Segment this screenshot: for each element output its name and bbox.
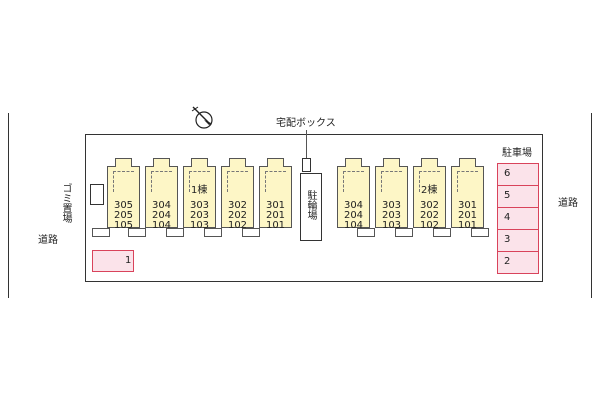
room-b1-103: 103 [189, 220, 210, 231]
road-label-left: 道路 [38, 235, 58, 246]
unit-b2-col3: 302 202 102 [413, 158, 446, 231]
unit-b1-col3: 303 203 103 [183, 158, 216, 231]
north-arrow-icon [191, 106, 213, 129]
room-b2-304: 304 [343, 200, 364, 211]
entry-step [242, 228, 260, 237]
room-b1-202: 202 [227, 210, 248, 221]
road-label-right: 道路 [558, 198, 578, 209]
entry-step [471, 228, 489, 237]
parking-space-4: 4 [497, 207, 539, 230]
room-b1-205: 205 [113, 210, 134, 221]
room-b1-102: 102 [227, 220, 248, 231]
unit-b1-col4: 302 202 102 [221, 158, 254, 231]
delivery-box-label: 宅配ボックス [276, 118, 336, 129]
room-b1-203: 203 [189, 210, 210, 221]
room-b2-104: 104 [343, 220, 364, 231]
parking-lot-label: 駐車場 [502, 148, 532, 159]
unit-b2-col1: 304 204 104 [337, 158, 370, 231]
unit-b2-col2: 303 203 103 [375, 158, 408, 231]
bicycle-parking-label: 駐輪場 [305, 190, 316, 220]
entry-step [92, 228, 110, 237]
room-b1-101: 101 [265, 220, 286, 231]
room-b1-201: 201 [265, 210, 286, 221]
entry-step [128, 228, 146, 237]
room-b2-102: 102 [419, 220, 440, 231]
unit-b1-col1: 305 205 105 [107, 158, 140, 231]
room-b2-201: 201 [457, 210, 478, 221]
parking-space-3: 3 [497, 229, 539, 252]
garbage-box [90, 184, 104, 205]
delivery-box [302, 158, 311, 172]
room-b2-303: 303 [381, 200, 402, 211]
entry-step [357, 228, 375, 237]
site-boundary [85, 134, 543, 282]
parking-space-5: 5 [497, 185, 539, 208]
room-b2-103: 103 [381, 220, 402, 231]
garbage-label: ゴミ置場 [60, 183, 71, 223]
room-b2-202: 202 [419, 210, 440, 221]
room-b1-301: 301 [265, 200, 286, 211]
entry-step [395, 228, 413, 237]
room-b1-104: 104 [151, 220, 172, 231]
room-b2-101: 101 [457, 220, 478, 231]
room-b2-302: 302 [419, 200, 440, 211]
parking-space-6: 6 [497, 163, 539, 186]
room-b1-204: 204 [151, 210, 172, 221]
building-2-label: 2棟 [421, 185, 438, 196]
room-b1-302: 302 [227, 200, 248, 211]
room-b2-204: 204 [343, 210, 364, 221]
room-b2-203: 203 [381, 210, 402, 221]
entry-step [433, 228, 451, 237]
entry-step [166, 228, 184, 237]
unit-b2-col4: 301 201 101 [451, 158, 484, 231]
room-b2-301: 301 [457, 200, 478, 211]
bicycle-parking [300, 173, 322, 241]
parking-space-2: 2 [497, 251, 539, 274]
room-b1-105: 105 [113, 220, 134, 231]
unit-b1-col2: 304 204 104 [145, 158, 178, 231]
delivery-box-leader [306, 130, 307, 158]
entry-step [204, 228, 222, 237]
building-1-label: 1棟 [191, 185, 208, 196]
room-b1-304: 304 [151, 200, 172, 211]
road-edge-right [591, 113, 592, 298]
unit-b1-col5: 301 201 101 [259, 158, 292, 231]
parking-space-1: 1 [92, 250, 134, 272]
road-edge-left [8, 113, 9, 298]
room-b1-303: 303 [189, 200, 210, 211]
room-b1-305: 305 [113, 200, 134, 211]
